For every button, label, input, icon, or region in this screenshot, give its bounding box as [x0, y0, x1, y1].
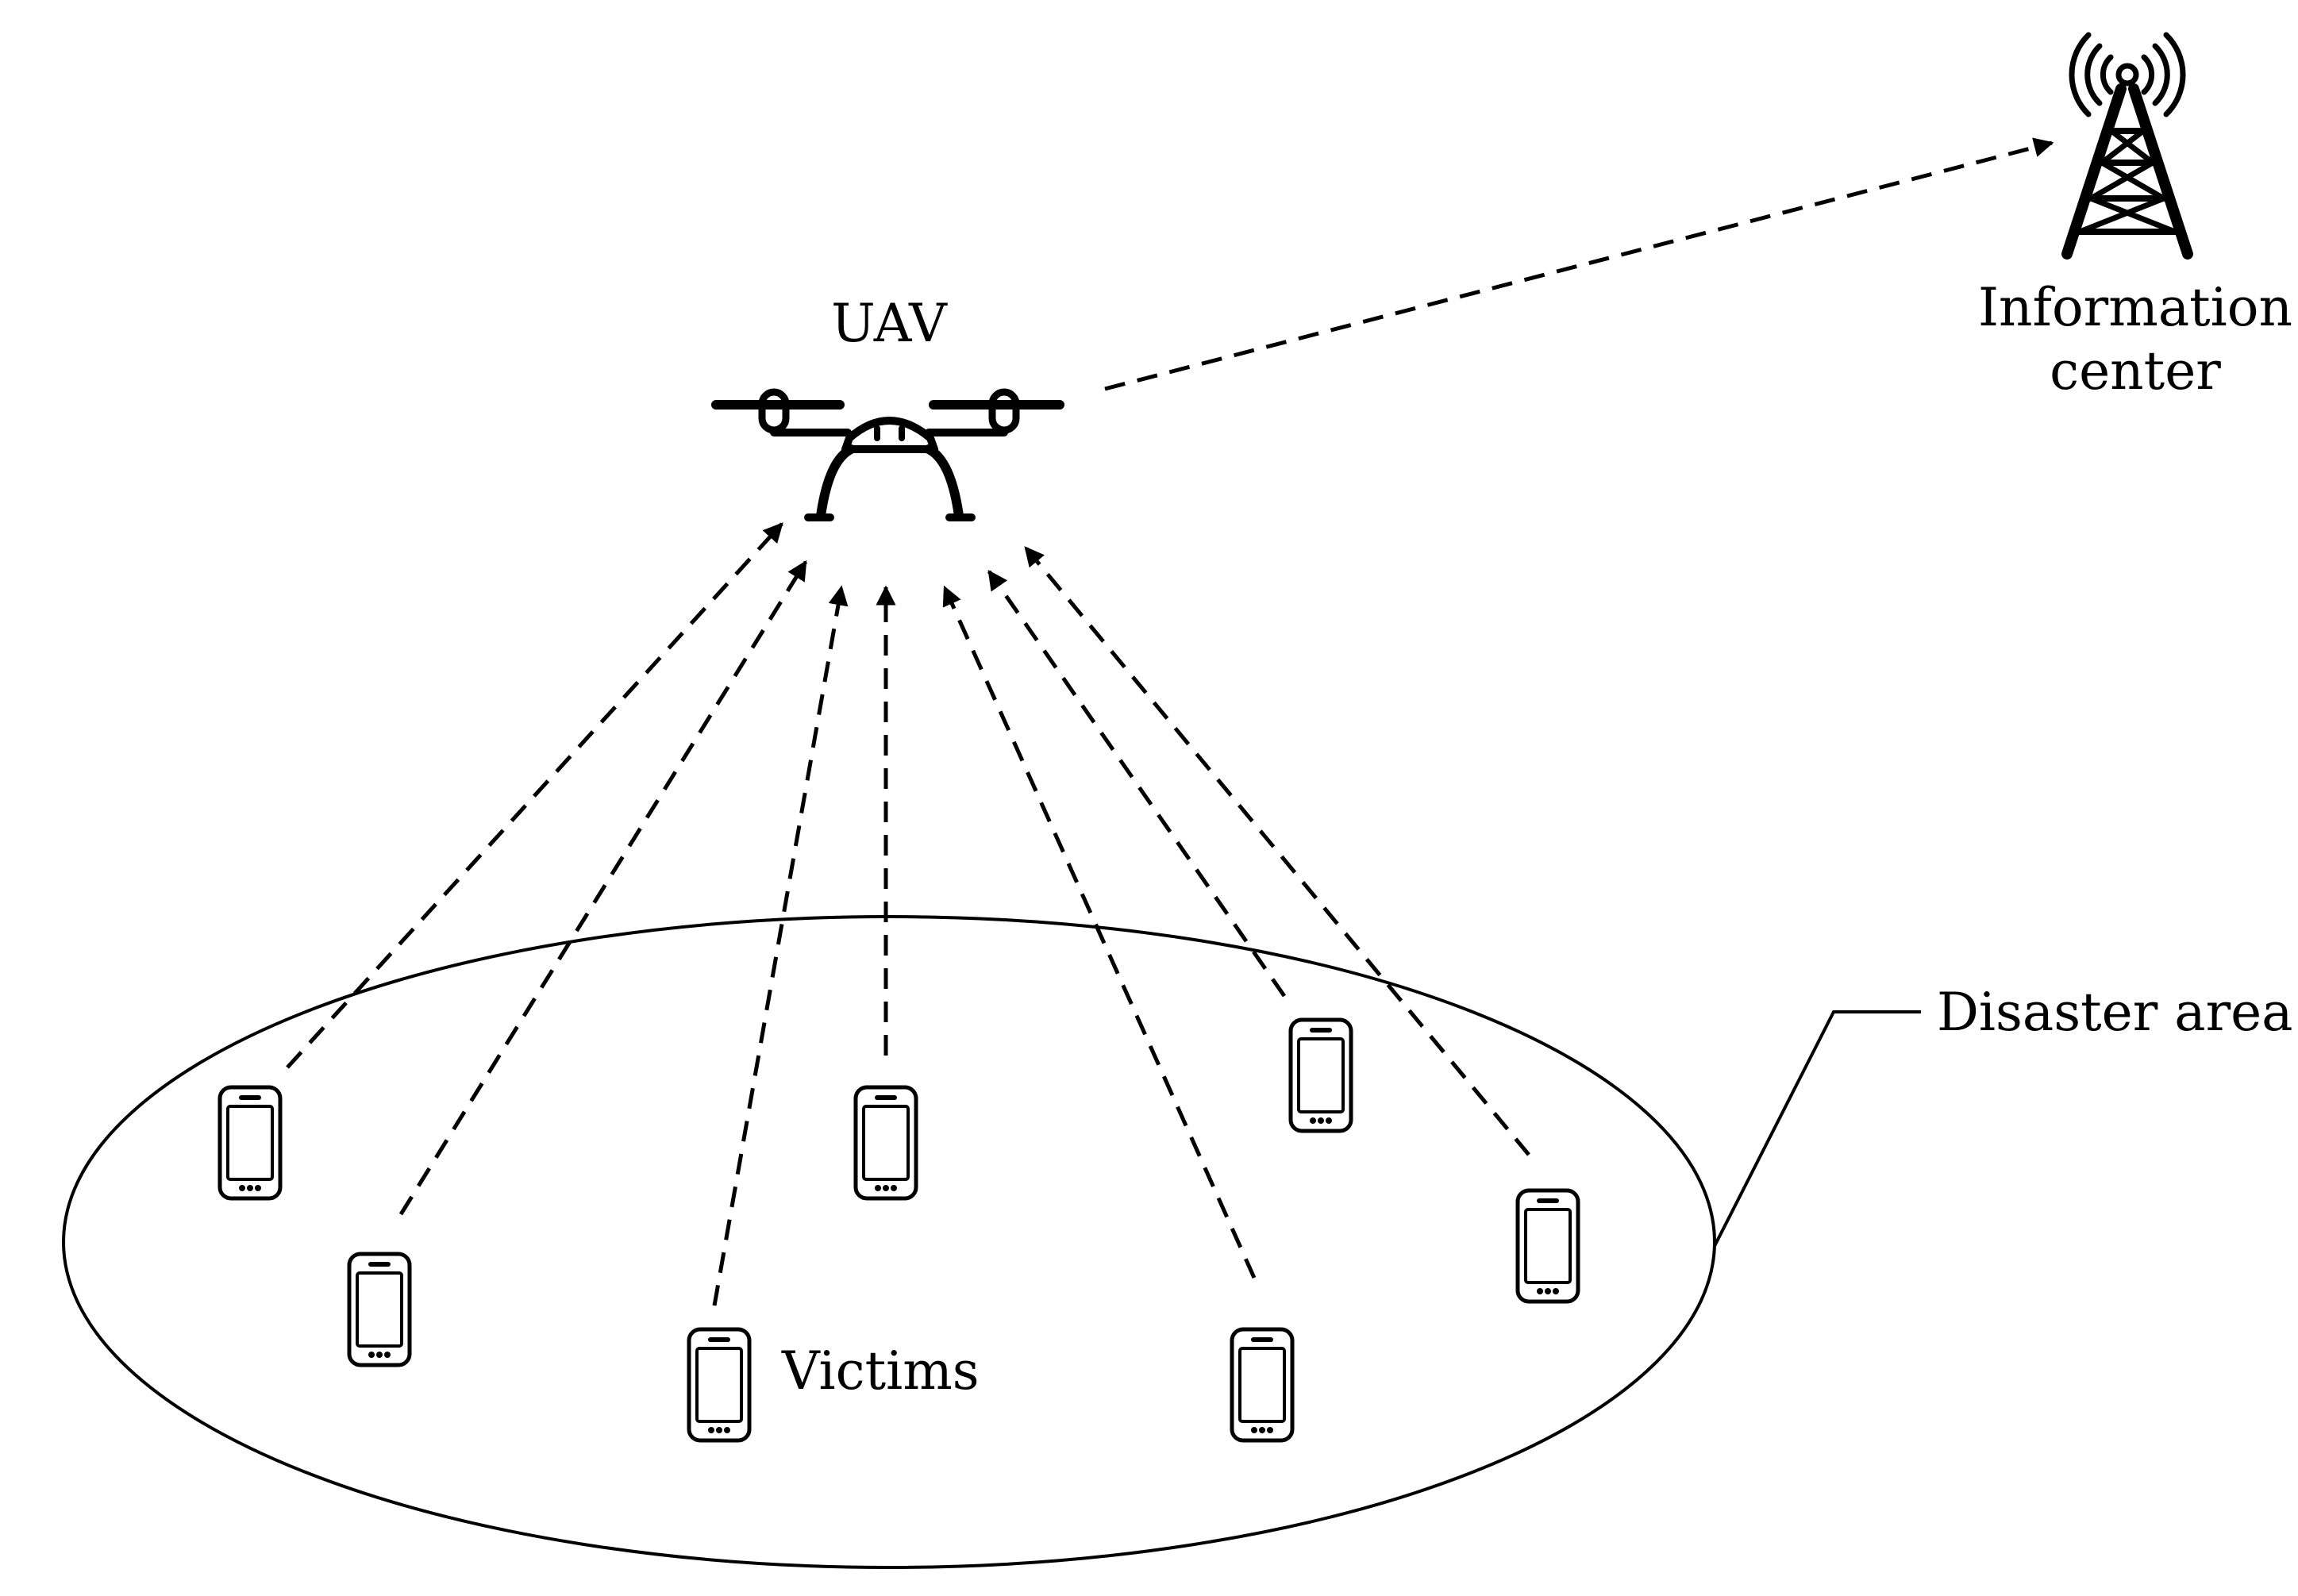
uav-label: UAV	[831, 293, 948, 354]
smartphone-icon	[1232, 1329, 1292, 1440]
victims-label: Victims	[781, 1340, 980, 1402]
disaster-area-ellipse	[62, 915, 1716, 1569]
smartphone-icon	[856, 1087, 916, 1198]
uplink-arrow	[1024, 546, 1530, 1156]
smartphone-icon	[1518, 1190, 1578, 1302]
uplink-arrow	[987, 569, 1287, 998]
smartphone-icon	[220, 1087, 280, 1198]
uplink-arrow	[712, 585, 849, 1306]
uplink-arrow	[398, 560, 808, 1216]
information-center-label-line2: center	[2050, 340, 2221, 402]
uplink-arrow	[286, 522, 783, 1069]
smartphone-icon	[1291, 1020, 1351, 1131]
uplink-arrow	[942, 585, 1257, 1279]
drone-icon	[711, 388, 1064, 521]
uplink-arrows	[286, 522, 1530, 1306]
smartphone-icon	[689, 1329, 749, 1440]
smartphone-icon	[349, 1254, 410, 1365]
information-center-label-line1: Information	[1978, 277, 2292, 338]
backhaul-arrow	[1104, 137, 2054, 391]
disaster-area-label: Disaster area	[1937, 982, 2293, 1043]
disaster-area-leader-line	[1713, 1010, 1921, 1247]
radio-tower-icon	[2061, 32, 2193, 260]
